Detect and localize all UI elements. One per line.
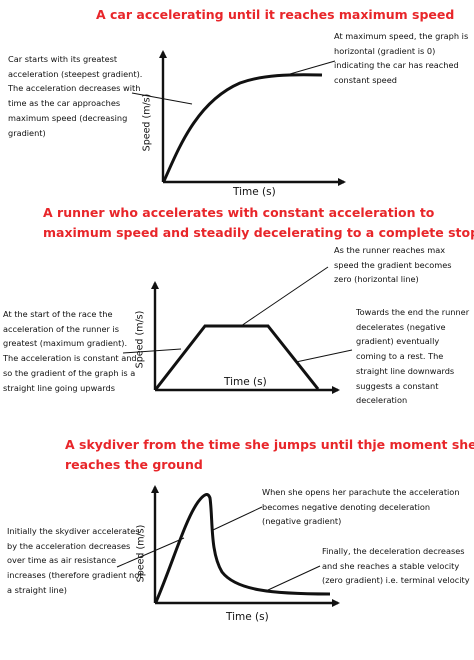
runner-note-right: Towards the end the runner decelerates (… [356, 307, 470, 406]
runner-title-line2: maximum speed and steadily decelerating … [43, 225, 474, 240]
car-graph [131, 50, 346, 186]
skydiver-left-pointer [116, 537, 185, 568]
car-right-pointer [282, 60, 336, 77]
runner-speed-line [154, 324, 320, 390]
skydiver-graph [116, 485, 340, 607]
runner-note-top: As the runner reaches max speed the grad… [334, 245, 452, 285]
skydiver-title-line1: A skydiver from the time she jumps until… [65, 437, 474, 452]
skydiver-bottom-pointer [267, 565, 321, 591]
skydiver-title-line2: reaches the ground [65, 457, 203, 472]
car-title: A car accelerating until it reaches maxi… [96, 7, 455, 22]
car-ylabel: Speed (m/s) [141, 93, 153, 152]
car-note-right: At maximum speed, the graph is horizonta… [334, 31, 469, 86]
car-speed-curve [162, 73, 323, 182]
runner-ylabel: Speed (m/s) [134, 310, 146, 369]
runner-graph [122, 266, 353, 394]
skydiver-top-pointer [212, 506, 263, 531]
runner-left-pointer [122, 348, 182, 354]
skydiver-ylabel: Speed (m/s) [135, 524, 147, 583]
runner-note-left: At the start of the race the acceleratio… [3, 309, 137, 393]
runner-right-pointer [295, 349, 353, 363]
runner-title-line1: A runner who accelerates with constant a… [43, 205, 435, 220]
skydiver-note-top-right: When she opens her parachute the acceler… [262, 487, 460, 527]
car-left-pointer [131, 92, 193, 105]
skydiver-xlabel: Time (s) [226, 611, 269, 623]
runner-top-pointer [240, 266, 329, 327]
skydiver-speed-curve [154, 493, 331, 603]
car-note-left: Car starts with its greatest acceleratio… [8, 54, 143, 138]
skydiver-note-left: Initially the skydiver accelerates by th… [7, 526, 143, 595]
car-xlabel: Time (s) [233, 186, 276, 198]
skydiver-note-bottom-right: Finally, the deceleration decreases and … [322, 546, 470, 586]
runner-xlabel: Time (s) [224, 376, 267, 388]
